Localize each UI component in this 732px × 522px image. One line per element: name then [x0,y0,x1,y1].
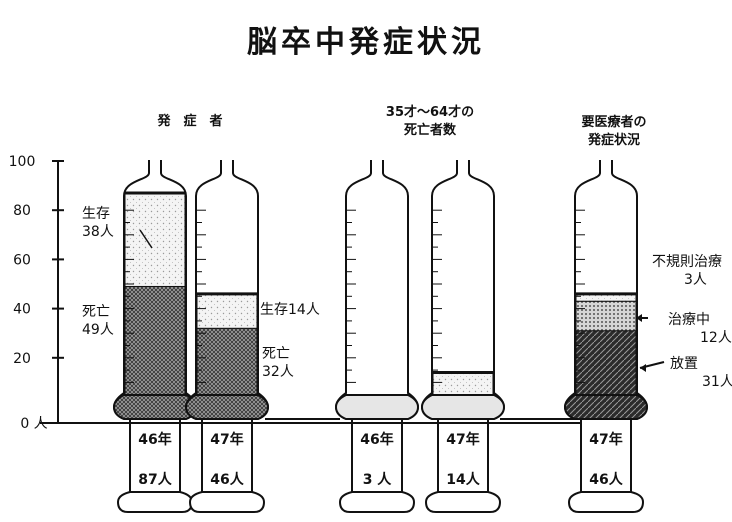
year-label: 47年 [446,431,479,448]
syringe-bulb [563,394,649,420]
syringe-needle [599,160,613,173]
bar-segment-0-0 [124,285,186,408]
year-label: 46年 [138,431,171,448]
segment-label-count: 38人 [82,224,114,240]
bar-segment-1-1 [196,293,258,329]
syringe: 47年 46人 [184,160,270,513]
total-label: 46人 [210,471,244,488]
syringe-bulb [184,394,270,420]
plunger-stem [129,419,181,492]
segment-label-name: 治療中 [668,311,710,328]
plunger-stem [580,419,632,492]
syringe-needle [456,160,470,173]
total-label: 87人 [138,471,172,488]
pointer-arrow-head [636,314,642,322]
segment-label-count: 49人 [82,322,114,338]
y-ticks: 0 人 20 40 60 80 100 [9,154,64,432]
syringe-bulb [112,394,198,420]
syringe: 47年 46人 [563,160,649,513]
year-label: 47年 [589,431,622,448]
segment-label-count: 3人 [684,272,707,288]
segment-label-count: 12人 [700,330,732,346]
syringe: 46年 3 人 [334,160,420,513]
total-label: 46人 [589,471,623,488]
syringe-needle [220,160,234,173]
group-label-onset: 発 症 者 [156,113,222,129]
pointer-tick [139,229,153,249]
plunger-handle [424,491,502,513]
plunger-handle [116,491,194,513]
y-tick-label: 100 [9,154,36,170]
total-label: 14人 [446,471,480,488]
chart-title: 脳卒中発症状況 [247,25,485,60]
group-label-care-1: 要医療者の [581,114,646,130]
group-label-death-2: 死亡者数 [404,122,457,138]
total-label: 3 人 [363,471,393,488]
group-label-care-2: 発症状況 [587,132,640,148]
plunger-handle [338,491,416,513]
segment-label-name: 生存14人 [260,302,320,318]
plunger-stem [201,419,253,492]
year-label: 47年 [210,431,243,448]
y-tick-label: 20 [13,351,31,367]
group-label-death-1: 35才～64才の [386,104,474,120]
segment-label-name: 生存 [82,206,110,222]
segment-label-name: 死亡 [82,304,110,320]
syringe-bulb [420,394,506,420]
syringe: 47年 14人 [420,160,506,513]
syringe: 46年 87人 [112,160,198,513]
y-tick-label: 0 人 [20,416,47,432]
syringe-needle [370,160,384,173]
plunger-stem [351,419,403,492]
segment-label-name: 不規則治療 [652,253,722,270]
plunger-handle [188,491,266,513]
bar-segment-4-1 [575,300,637,332]
syringe-needle [148,160,162,173]
plunger-handle [567,491,645,513]
year-label: 46年 [360,431,393,448]
y-tick-label: 80 [13,203,31,219]
segment-label-name: 死亡 [262,346,290,362]
y-tick-label: 60 [13,252,31,268]
syringe-bulb [334,394,420,420]
segment-label-name: 放置 [670,356,698,372]
segment-label-count: 32人 [262,364,294,380]
y-tick-label: 40 [13,302,31,318]
segment-label-count: 31人 [702,374,732,390]
bar-segment-0-1 [124,192,186,287]
syringes: 46年 87人 47年 46人 46年 3 人 47年 14人 47年 46人 [112,160,649,513]
pointer-arrow-head [640,364,646,372]
plunger-stem [437,419,489,492]
